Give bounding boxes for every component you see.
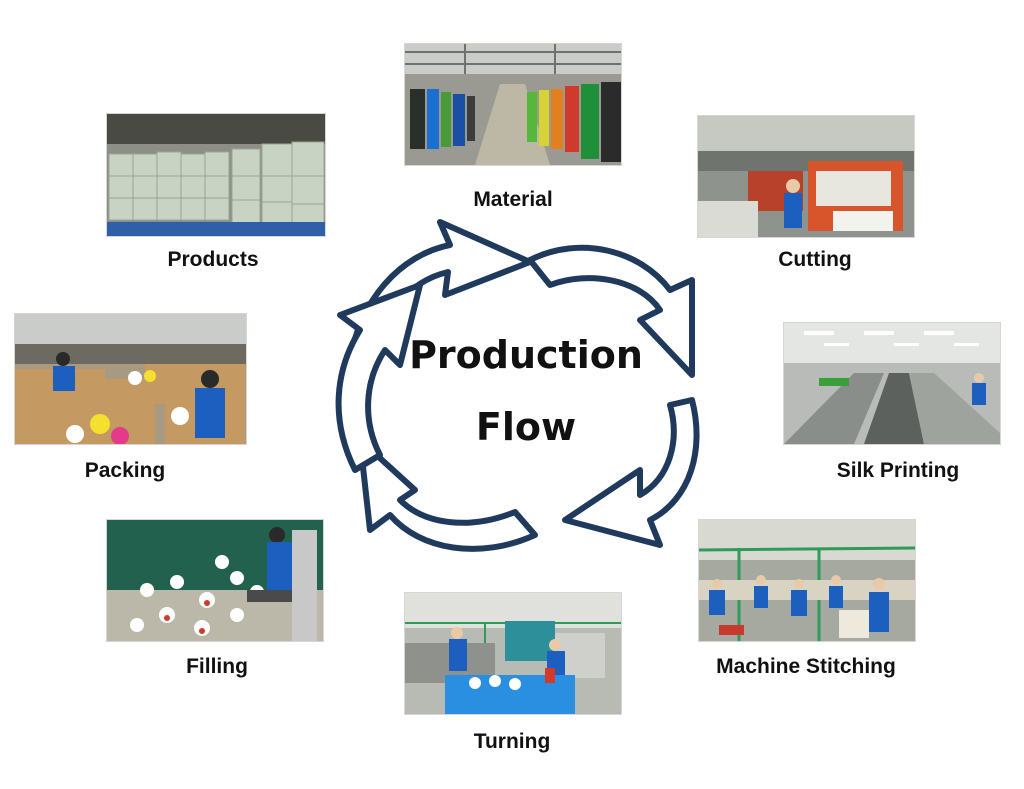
arrow-top-right	[527, 244, 695, 378]
cutting-photo	[697, 115, 915, 238]
label-cutting: Cutting	[778, 248, 852, 271]
label-products: Products	[167, 248, 259, 271]
center-title-line2: Flow	[475, 405, 577, 449]
label-turning: Turning	[473, 730, 551, 753]
label-packing: Packing	[84, 459, 166, 482]
label-silk-printing: Silk Printing	[836, 459, 960, 482]
material-photo	[404, 43, 622, 166]
arrow-bottom	[357, 437, 538, 552]
products-photo	[106, 113, 326, 237]
machine-stitching-photo	[698, 519, 916, 642]
arrow-left	[335, 282, 423, 473]
silk-printing-photo	[783, 322, 1001, 445]
label-machine-stitching: Machine Stitching	[716, 655, 896, 678]
center-title-line1: Production	[409, 333, 643, 377]
label-filling: Filling	[186, 655, 248, 678]
label-material: Material	[473, 188, 553, 211]
turning-photo	[404, 592, 622, 715]
packing-photo	[14, 313, 247, 445]
arrow-right	[562, 397, 700, 548]
filling-photo	[106, 519, 324, 642]
